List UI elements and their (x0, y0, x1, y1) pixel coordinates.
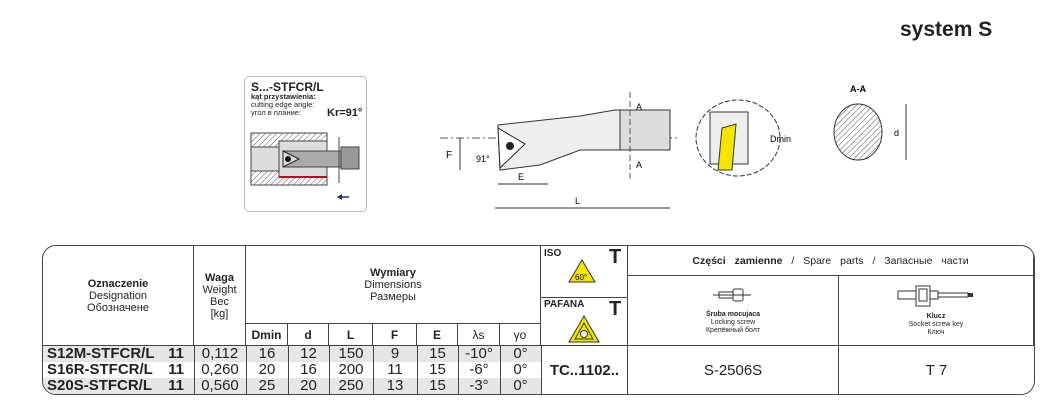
col-F: F (373, 324, 417, 346)
cutting-angle-info-box: S...-STFCR/L kąt przystawienia: cutting … (244, 76, 367, 212)
kr-value: Kr=91° (327, 107, 363, 119)
iso-triangle-icon: 60° (568, 259, 596, 283)
label-91: 91° (476, 154, 490, 164)
spare-parts-header: Części zamienne / Spare parts / Запасные… (628, 246, 1034, 276)
angle-label-en: cutting edge angle: (251, 100, 315, 109)
label-E: E (518, 172, 524, 182)
pafana-cell: PAFANA T (541, 298, 628, 346)
insert-code: TC..1102.. (541, 346, 628, 394)
label-section: A-A (850, 84, 866, 94)
key-code: T 7 (925, 361, 948, 379)
label-F: F (446, 150, 452, 161)
label-Dmin: Dmin (770, 134, 791, 144)
tool-dimension-drawing: F 91° E L A A Dmin A-A d (440, 84, 907, 209)
angle-label-ru: угол в плание: (251, 108, 302, 117)
col-dmin: Dmin (246, 324, 288, 346)
label-A-top: A (636, 102, 642, 112)
iso-cell: ISO T 60° (541, 246, 628, 298)
angle-label-pl: kąt przystawienia: (251, 92, 316, 101)
col-d: d (288, 324, 329, 346)
tool-type-name: S...-STFCR/L (251, 80, 324, 94)
col-lambda: λs (458, 324, 500, 346)
col-E: E (417, 324, 458, 346)
label-L: L (575, 196, 580, 206)
col-L: L (329, 324, 373, 346)
svg-text:60°: 60° (575, 273, 587, 282)
label-A-bottom: A (636, 160, 642, 170)
label-d: d (894, 128, 899, 138)
screw-icon (713, 288, 751, 301)
socket-key-icon (897, 285, 973, 306)
page-title: system S (900, 18, 993, 41)
insert-triangle-icon (568, 314, 600, 343)
screw-code: S-2506S (628, 346, 839, 394)
boring-illustration (250, 132, 360, 200)
col-gamma: γo (500, 324, 541, 346)
